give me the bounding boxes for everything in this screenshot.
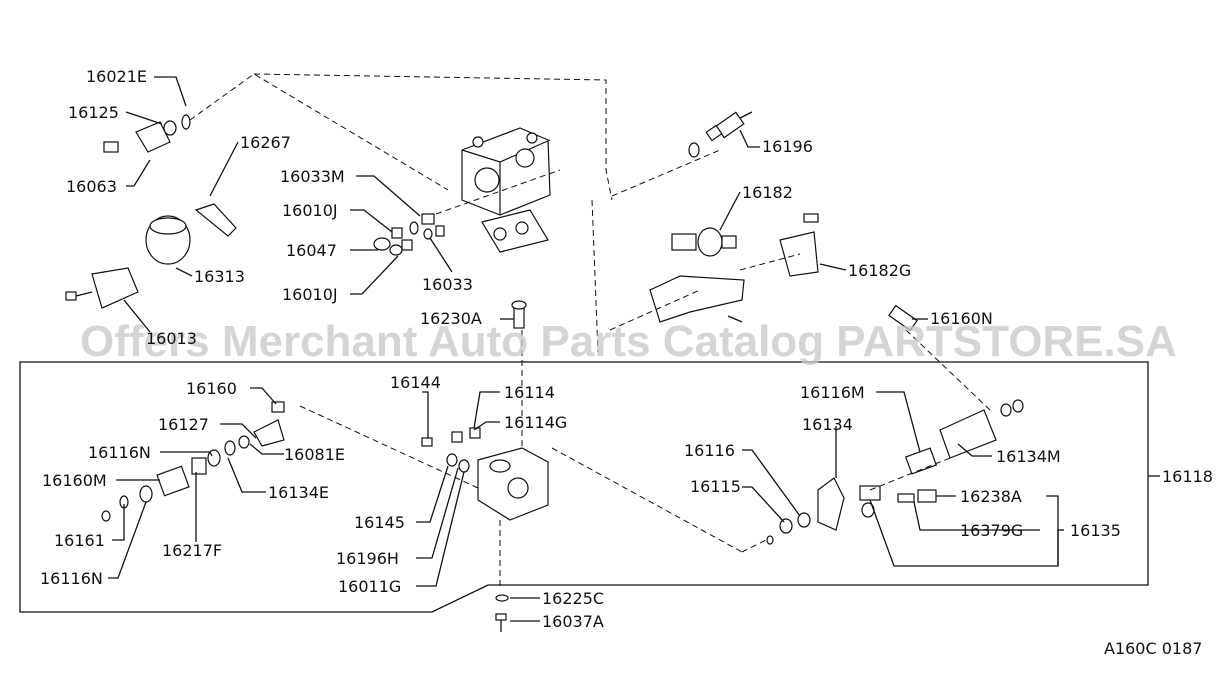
callout-16182: 16182: [742, 183, 793, 202]
fuel-cut-solenoid: [688, 111, 753, 158]
jets-and-washers: [373, 213, 445, 256]
callout-16379G: 16379G: [960, 521, 1023, 540]
callout-16134M: 16134M: [996, 447, 1061, 466]
bottom-screws: [495, 594, 509, 632]
callout-16134E: 16134E: [268, 483, 329, 502]
callout-16116: 16116: [684, 441, 735, 460]
callout-16313: 16313: [194, 267, 245, 286]
callout-16134: 16134: [802, 415, 853, 434]
choke-parts-right: [766, 304, 1024, 545]
callout-16010J: 16010J: [282, 201, 338, 220]
callout-16013: 16013: [146, 329, 197, 348]
callout-16114G: 16114G: [504, 413, 567, 432]
callout-16118: 16118: [1162, 467, 1213, 486]
callout-16238A: 16238A: [960, 487, 1022, 506]
watermark: Offers Merchant Auto Parts Catalog PARTS…: [80, 317, 1177, 366]
callout-16127: 16127: [158, 415, 209, 434]
callout-16267: 16267: [240, 133, 291, 152]
callout-16160M: 16160M: [42, 471, 107, 490]
callout-16115: 16115: [690, 477, 741, 496]
callout-16144: 16144: [390, 373, 441, 392]
callout-16225C: 16225C: [542, 589, 604, 608]
callout-16010J-lower: 16010J: [282, 285, 338, 304]
callout-16135: 16135: [1070, 521, 1121, 540]
carburetor-lower-body: [421, 300, 549, 521]
callout-16037A: 16037A: [542, 612, 604, 631]
actuator-16182: [649, 213, 819, 323]
assembly-lines: [189, 73, 991, 590]
callout-16114: 16114: [504, 383, 555, 402]
callout-16196H: 16196H: [336, 549, 399, 568]
callout-16081E: 16081E: [284, 445, 345, 464]
callout-16116M: 16116M: [800, 383, 865, 402]
callout-16033: 16033: [422, 275, 473, 294]
callout-16011G: 16011G: [338, 577, 401, 596]
leader-lines: [108, 76, 1160, 622]
callout-16116N: 16116N: [88, 443, 151, 462]
callout-16116N-lower: 16116N: [40, 569, 103, 588]
vacuum-actuator: [65, 203, 237, 309]
carburetor-upper-body: [461, 127, 551, 216]
throttle-bracket-small: [103, 114, 191, 153]
callout-labels: 16021E 16125 16063 16267 16313 16013 160…: [40, 67, 1213, 631]
assembly-frame: [19, 361, 1149, 613]
callout-16021E: 16021E: [86, 67, 147, 86]
callout-16047: 16047: [286, 241, 337, 260]
callout-16125: 16125: [68, 103, 119, 122]
callout-16145: 16145: [354, 513, 405, 532]
callout-16033M: 16033M: [280, 167, 345, 186]
callout-16217F: 16217F: [162, 541, 222, 560]
callout-16230A: 16230A: [420, 309, 482, 328]
callout-16063: 16063: [66, 177, 117, 196]
callout-16196: 16196: [762, 137, 813, 156]
callout-16160N: 16160N: [930, 309, 993, 328]
callout-16160: 16160: [186, 379, 237, 398]
diagram-code: A160C 0187: [1104, 639, 1202, 658]
gasket-plate: [481, 209, 549, 253]
callout-16161: 16161: [54, 531, 105, 550]
callout-16182G: 16182G: [848, 261, 911, 280]
